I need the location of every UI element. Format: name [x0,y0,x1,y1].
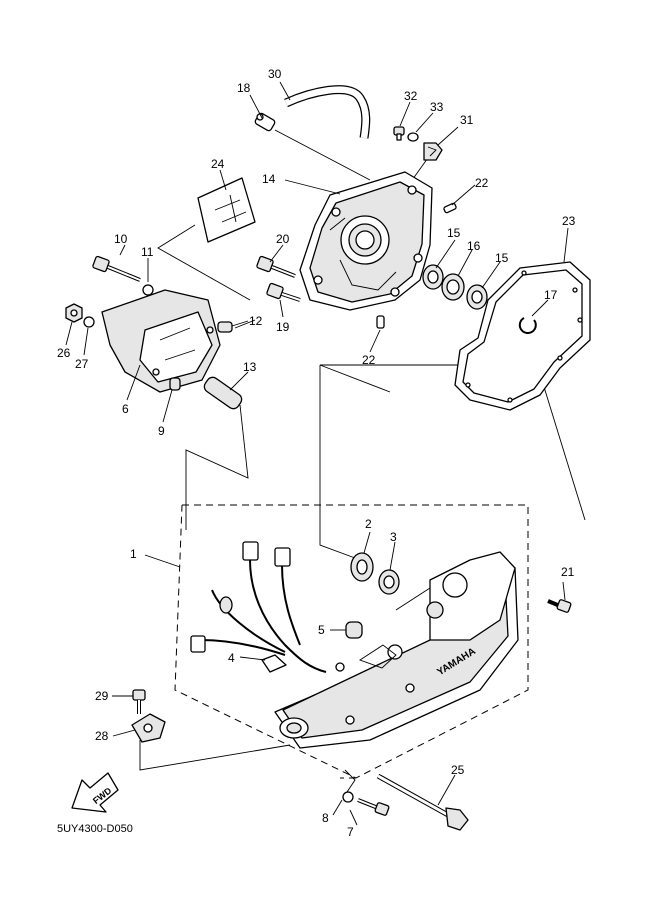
dowel-pin-22-lower [376,315,385,329]
callout-15-right: 15 [495,251,509,265]
bolt-10 [92,255,141,282]
seal-15-right [466,284,488,310]
callout-15-left: 15 [447,226,461,240]
long-bolt-25 [376,773,469,831]
wiring-harness-4 [190,541,327,673]
callout-11: 11 [141,245,154,259]
fwd-arrow-icon: FWD [71,772,119,813]
callout-leaders [65,81,569,826]
callout-6: 6 [122,402,129,416]
washer-11 [142,284,154,296]
callout-31: 31 [460,113,474,127]
callout-3: 3 [390,530,397,544]
callout-25: 25 [451,763,465,777]
clamp-28 [131,713,166,743]
collar-12 [217,321,233,333]
dowel-pin-22-upper [443,202,457,214]
bolt-20 [256,255,296,278]
callout-33: 33 [430,100,444,114]
callout-14: 14 [262,172,276,186]
callout-9: 9 [158,424,165,438]
bolt-19 [266,282,301,302]
callout-21: 21 [561,565,575,579]
callout-24: 24 [211,157,225,171]
bolt-29 [132,689,146,714]
callout-29: 29 [95,689,109,703]
washer-27 [83,316,95,328]
callout-19: 19 [276,320,290,334]
nut-26 [65,303,83,323]
bearing-3 [378,569,400,595]
callout-labels: 1 2 3 4 5 6 7 8 9 10 11 12 13 14 15 15 1… [57,67,576,839]
callout-28: 28 [95,729,109,743]
bolt-21 [547,599,572,613]
housing-cover-14 [299,171,433,311]
intake-duct-6 [101,289,221,393]
callout-7: 7 [347,825,354,839]
crankcase-1 [274,551,519,749]
callout-5: 5 [318,623,325,637]
callout-22-lower: 22 [362,353,376,367]
callout-17: 17 [544,288,558,302]
bearing-16 [441,273,465,301]
plate-24 [197,177,256,243]
spacer-13 [203,376,243,410]
clamp-31 [423,142,443,161]
callout-30: 30 [268,67,282,81]
callout-18: 18 [237,81,251,95]
callout-4: 4 [228,651,235,665]
callout-23: 23 [562,214,576,228]
callout-32: 32 [404,89,418,103]
callout-2: 2 [365,517,372,531]
callout-8: 8 [322,811,329,825]
washer-33 [407,132,419,142]
fitting-18 [254,112,276,132]
bushing-5 [345,621,363,639]
callout-26: 26 [57,346,71,360]
assembly-1-dashed-outline [174,504,529,779]
callout-16: 16 [467,239,481,253]
diagram-code: 5UY4300-D050 [57,823,133,835]
washer-8 [342,791,354,803]
callout-1: 1 [130,547,137,561]
callout-10: 10 [114,232,128,246]
callout-22-upper: 22 [475,176,489,190]
collar-9 [169,377,181,391]
bolt-32 [393,126,405,141]
seal-15-left [422,264,444,290]
gasket-holes [465,270,583,403]
callout-12: 12 [249,314,263,328]
bolt-7 [357,798,390,816]
circlip-17 [518,317,537,335]
bearing-2 [350,552,374,582]
callout-20: 20 [276,232,290,246]
callout-13: 13 [243,360,257,374]
callout-27: 27 [75,357,89,371]
